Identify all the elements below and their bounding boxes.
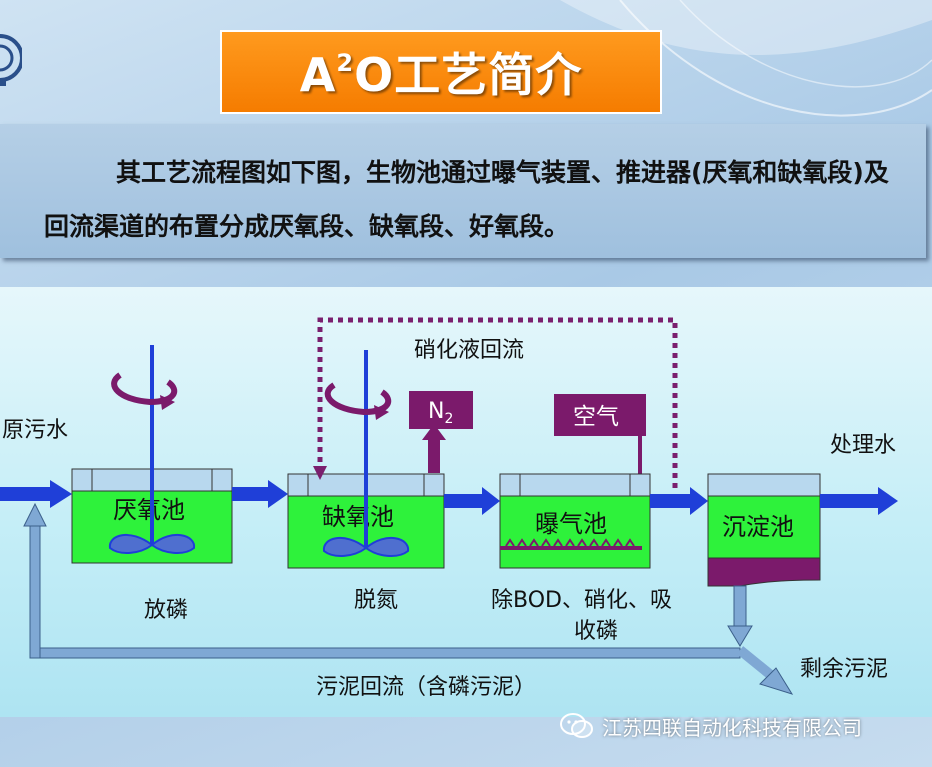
aeration-tank-label: 曝气池 xyxy=(535,510,607,538)
excess-sludge-label: 剩余污泥 xyxy=(800,657,888,682)
sludge-return-label: 污泥回流（含磷污泥） xyxy=(316,675,536,700)
watermark: 江苏四联自动化科技有限公司 xyxy=(560,706,862,746)
anaerobic-mixer-icon xyxy=(108,345,196,554)
description-text: 其工艺流程图如下图，生物池通过曝气装置、推进器(厌氧和缺氧段)及回流渠道的布置分… xyxy=(44,158,889,241)
aeration-function-line1: 除BOD、硝化、吸 xyxy=(491,588,672,613)
description-panel xyxy=(0,124,926,258)
nitrate-recycle-label: 硝化液回流 xyxy=(414,338,524,363)
n2-box xyxy=(409,391,473,429)
anaerobic-tank-label: 厌氧池 xyxy=(113,496,185,524)
title-superscript: 2 xyxy=(336,49,355,77)
air-box xyxy=(554,394,646,436)
page-title: A2O工艺简介 xyxy=(300,39,582,105)
flow-arrow-1 xyxy=(232,480,288,508)
nitrate-recycle-line xyxy=(317,317,678,488)
title-main: A xyxy=(299,48,337,102)
flow-arrow-2 xyxy=(444,487,500,515)
aerator-diffuser-icon xyxy=(500,538,642,550)
title-banner: A2O工艺简介 xyxy=(220,30,662,114)
sludge-return-line xyxy=(23,502,753,659)
inflow-label: 原污水 xyxy=(2,418,68,443)
n2-output-arrow xyxy=(422,424,446,473)
flow-arrow-3 xyxy=(650,487,708,515)
anoxic-mixer-icon xyxy=(322,350,410,557)
anaerobic-function: 放磷 xyxy=(144,598,188,623)
anoxic-function: 脱氮 xyxy=(354,588,398,613)
wechat-icon xyxy=(560,713,593,738)
air-label: 空气 xyxy=(573,404,619,430)
logo-icon xyxy=(0,34,22,86)
excess-sludge-arrow xyxy=(736,646,794,695)
anoxic-tank-label: 缺氧池 xyxy=(322,503,394,531)
nitrate-recycle-arrowhead xyxy=(313,466,327,480)
settling-tank xyxy=(707,473,821,587)
watermark-text: 江苏四联自动化科技有限公司 xyxy=(602,715,862,740)
outflow-label: 处理水 xyxy=(830,433,896,458)
n2-label: N2 xyxy=(428,399,453,427)
outflow-arrow xyxy=(820,487,898,515)
settling-tank-label: 沉淀池 xyxy=(722,513,794,541)
aeration-function-line2: 收磷 xyxy=(574,619,618,644)
inflow-arrow xyxy=(0,480,72,508)
title-rest: O工艺简介 xyxy=(354,48,583,102)
aeration-tank xyxy=(499,473,651,569)
